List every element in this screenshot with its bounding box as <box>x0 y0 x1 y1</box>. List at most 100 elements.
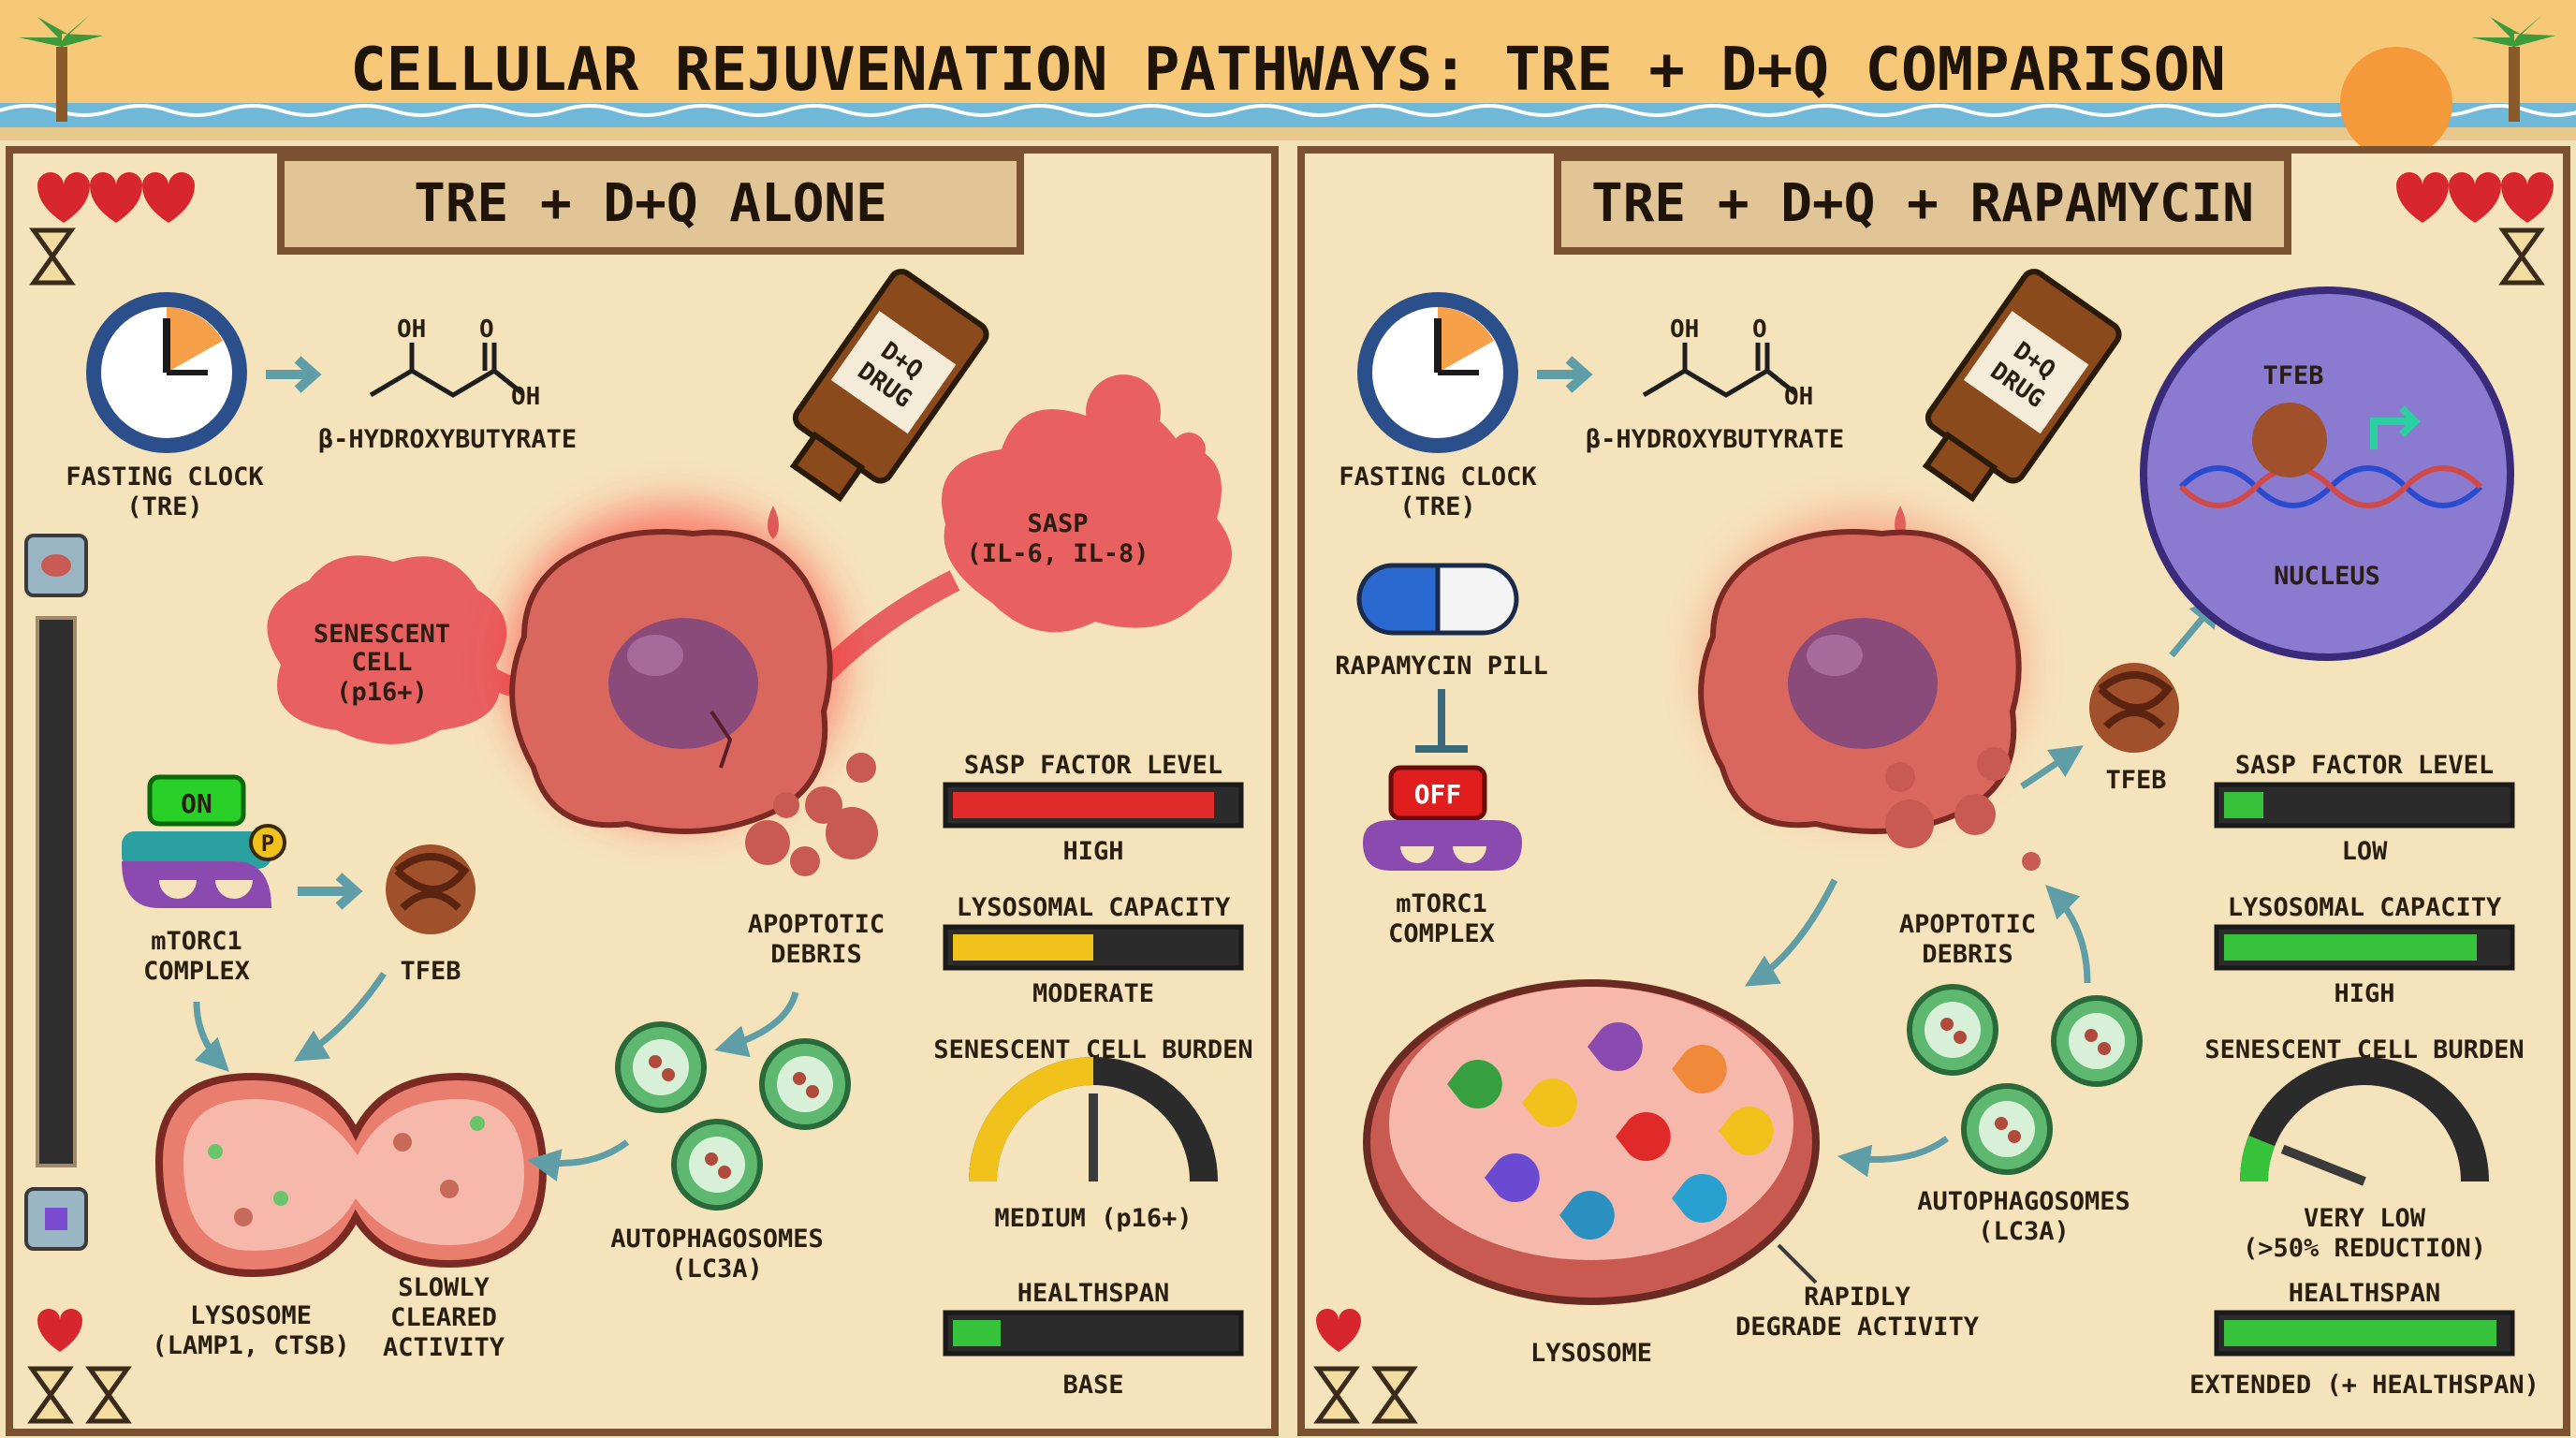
mtorc1-label: mTORC1 <box>151 927 242 956</box>
bhb-label: β-HYDROXYBUTYRATE <box>1586 425 1844 454</box>
senescent-cell-label: SENESCENT <box>314 620 450 649</box>
fasting-clock-icon <box>1357 292 1518 453</box>
enzyme-icon <box>1672 1174 1727 1223</box>
left-panel-header: TRE + D+Q ALONE <box>277 154 1024 255</box>
lysosome-label: LYSOSOME <box>1530 1339 1652 1368</box>
enzyme-icon <box>1447 1060 1502 1109</box>
heart-icon <box>142 172 195 223</box>
arrow-icon <box>1744 878 1838 987</box>
sasp-level-title: SASP FACTOR LEVEL <box>964 751 1222 780</box>
chem-oh-label: OH <box>511 383 540 411</box>
gauge-needle <box>2280 1144 2366 1186</box>
senescent-burden-gauge <box>2240 1057 2489 1186</box>
arrow-icon <box>2045 885 2091 984</box>
lyso-capacity-value: HIGH <box>2334 979 2394 1008</box>
healthspan-fill <box>2224 1320 2496 1346</box>
heart-icon <box>37 1309 82 1352</box>
autophagosome-icon <box>1961 1083 2053 1175</box>
hourglass-icon <box>27 1366 74 1424</box>
bhb-label: β-HYDROXYBUTYRATE <box>318 425 577 454</box>
drug-bottle-icon: D+Q DRUG <box>789 269 989 503</box>
arrow-icon <box>1837 1136 1950 1178</box>
sunset-sun-icon <box>2340 47 2452 159</box>
lyso-capacity-fill <box>953 934 1093 961</box>
autophagosomes-label: AUTOPHAGOSOMES <box>610 1225 824 1254</box>
page-title: CELLULAR REJUVENATION PATHWAYS: TRE + D+… <box>350 36 2226 105</box>
senescent-burden-gauge <box>969 1057 1218 1182</box>
side-progress-bar <box>24 534 88 1251</box>
enzyme-icon <box>1672 1045 1727 1094</box>
lyso-capacity-title: LYSOSOMAL CAPACITY <box>2228 893 2502 922</box>
lysosome-label: LYSOSOME <box>190 1301 312 1330</box>
tfeb-label: TFEB <box>400 957 461 986</box>
sasp-level-value: LOW <box>2342 837 2389 866</box>
senescent-cell-icon <box>505 506 842 834</box>
slow-activity-label: SLOWLY <box>398 1273 490 1302</box>
bhb-molecule-icon: OH O OH <box>1642 315 1813 411</box>
fasting-clock-label: FASTING CLOCK <box>1339 462 1537 492</box>
heart-icon <box>2449 172 2501 223</box>
mtorc1-label: mTORC1 <box>1396 889 1487 918</box>
drug-bottle-icon: D+Q DRUG <box>1922 269 2122 503</box>
apoptotic-debris-icon <box>745 753 878 876</box>
arrow-icon <box>714 990 799 1058</box>
lyso-capacity-value: MODERATE <box>1032 979 1154 1008</box>
sasp-level-title: SASP FACTOR LEVEL <box>2235 751 2494 780</box>
enzyme-icon <box>1559 1191 1615 1240</box>
arrow-icon <box>2020 745 2084 789</box>
senescent-burden-value: VERY LOW <box>2304 1204 2426 1233</box>
healthspan-value: BASE <box>1062 1371 1123 1400</box>
healthspan-fill <box>953 1320 1001 1346</box>
arrow-icon <box>298 873 363 910</box>
chem-oh-label: OH <box>1784 383 1813 411</box>
drop-icon <box>768 506 779 539</box>
enzyme-icon <box>1719 1107 1774 1156</box>
palm-tree-icon <box>19 15 103 122</box>
rapid-activity-label: RAPIDLY <box>1804 1283 1911 1312</box>
lyso-capacity-fill <box>2224 934 2477 961</box>
heart-icon <box>1316 1309 1361 1352</box>
hourglass-icon <box>2498 227 2545 286</box>
sasp-level-value: HIGH <box>1062 837 1123 866</box>
senescent-cell-icon <box>1698 515 2022 834</box>
bhb-molecule-icon: OH O OH <box>369 315 540 411</box>
chem-oh-label: OH <box>397 315 426 344</box>
mtorc1-status-badge: ON <box>181 788 212 819</box>
autophagosome-icon <box>615 1021 707 1113</box>
arrow-icon <box>293 972 387 1062</box>
tfeb-icon <box>2089 663 2179 753</box>
enzyme-icon <box>1616 1112 1671 1161</box>
enzyme-icon <box>1522 1078 1577 1127</box>
autophagosomes-sublabel: (LC3A) <box>671 1255 763 1284</box>
rapamycin-pill-icon <box>1356 563 1519 636</box>
hourglass-icon <box>1313 1366 1360 1424</box>
rapamycin-label: RAPAMYCIN PILL <box>1335 652 1548 681</box>
arrow-icon <box>193 1001 229 1072</box>
fasting-clock-icon <box>86 292 247 453</box>
autophagosome-icon <box>2051 995 2143 1087</box>
sasp-label: SASP <box>1027 509 1088 538</box>
apoptotic-debris-icon <box>1885 747 2041 871</box>
phospho-label: P <box>261 830 274 857</box>
right-panel-content: TRE + D+Q + RAPAMYCIN FASTING CLOCK (TRE… <box>1313 154 2554 1424</box>
fasting-clock-sublabel: (TRE) <box>126 492 202 521</box>
autophagosomes-label: AUTOPHAGOSOMES <box>1917 1187 2130 1216</box>
lysosome-sublabel: (LAMP1, CTSB) <box>152 1331 349 1360</box>
lysosome-icon <box>1363 979 1820 1305</box>
sasp-sublabel: (IL-6, IL-8) <box>966 539 1149 568</box>
right-panel-title: TRE + D+Q + RAPAMYCIN <box>1591 173 2254 234</box>
pointer-line <box>1777 1243 1818 1284</box>
sasp-level-bar <box>2214 782 2515 829</box>
sasp-level-fill <box>953 792 1214 818</box>
autophagosome-icon <box>1907 984 1998 1076</box>
tfeb-label: TFEB <box>2105 766 2166 795</box>
hourglass-icon <box>1371 1366 1418 1424</box>
mtorc1-label-2: COMPLEX <box>1388 919 1495 948</box>
arrow-icon <box>527 1139 630 1181</box>
hourglass-icon <box>29 227 76 286</box>
chem-o-label: O <box>479 315 494 344</box>
heart-icon <box>37 172 90 223</box>
heart-icon <box>2501 172 2554 223</box>
